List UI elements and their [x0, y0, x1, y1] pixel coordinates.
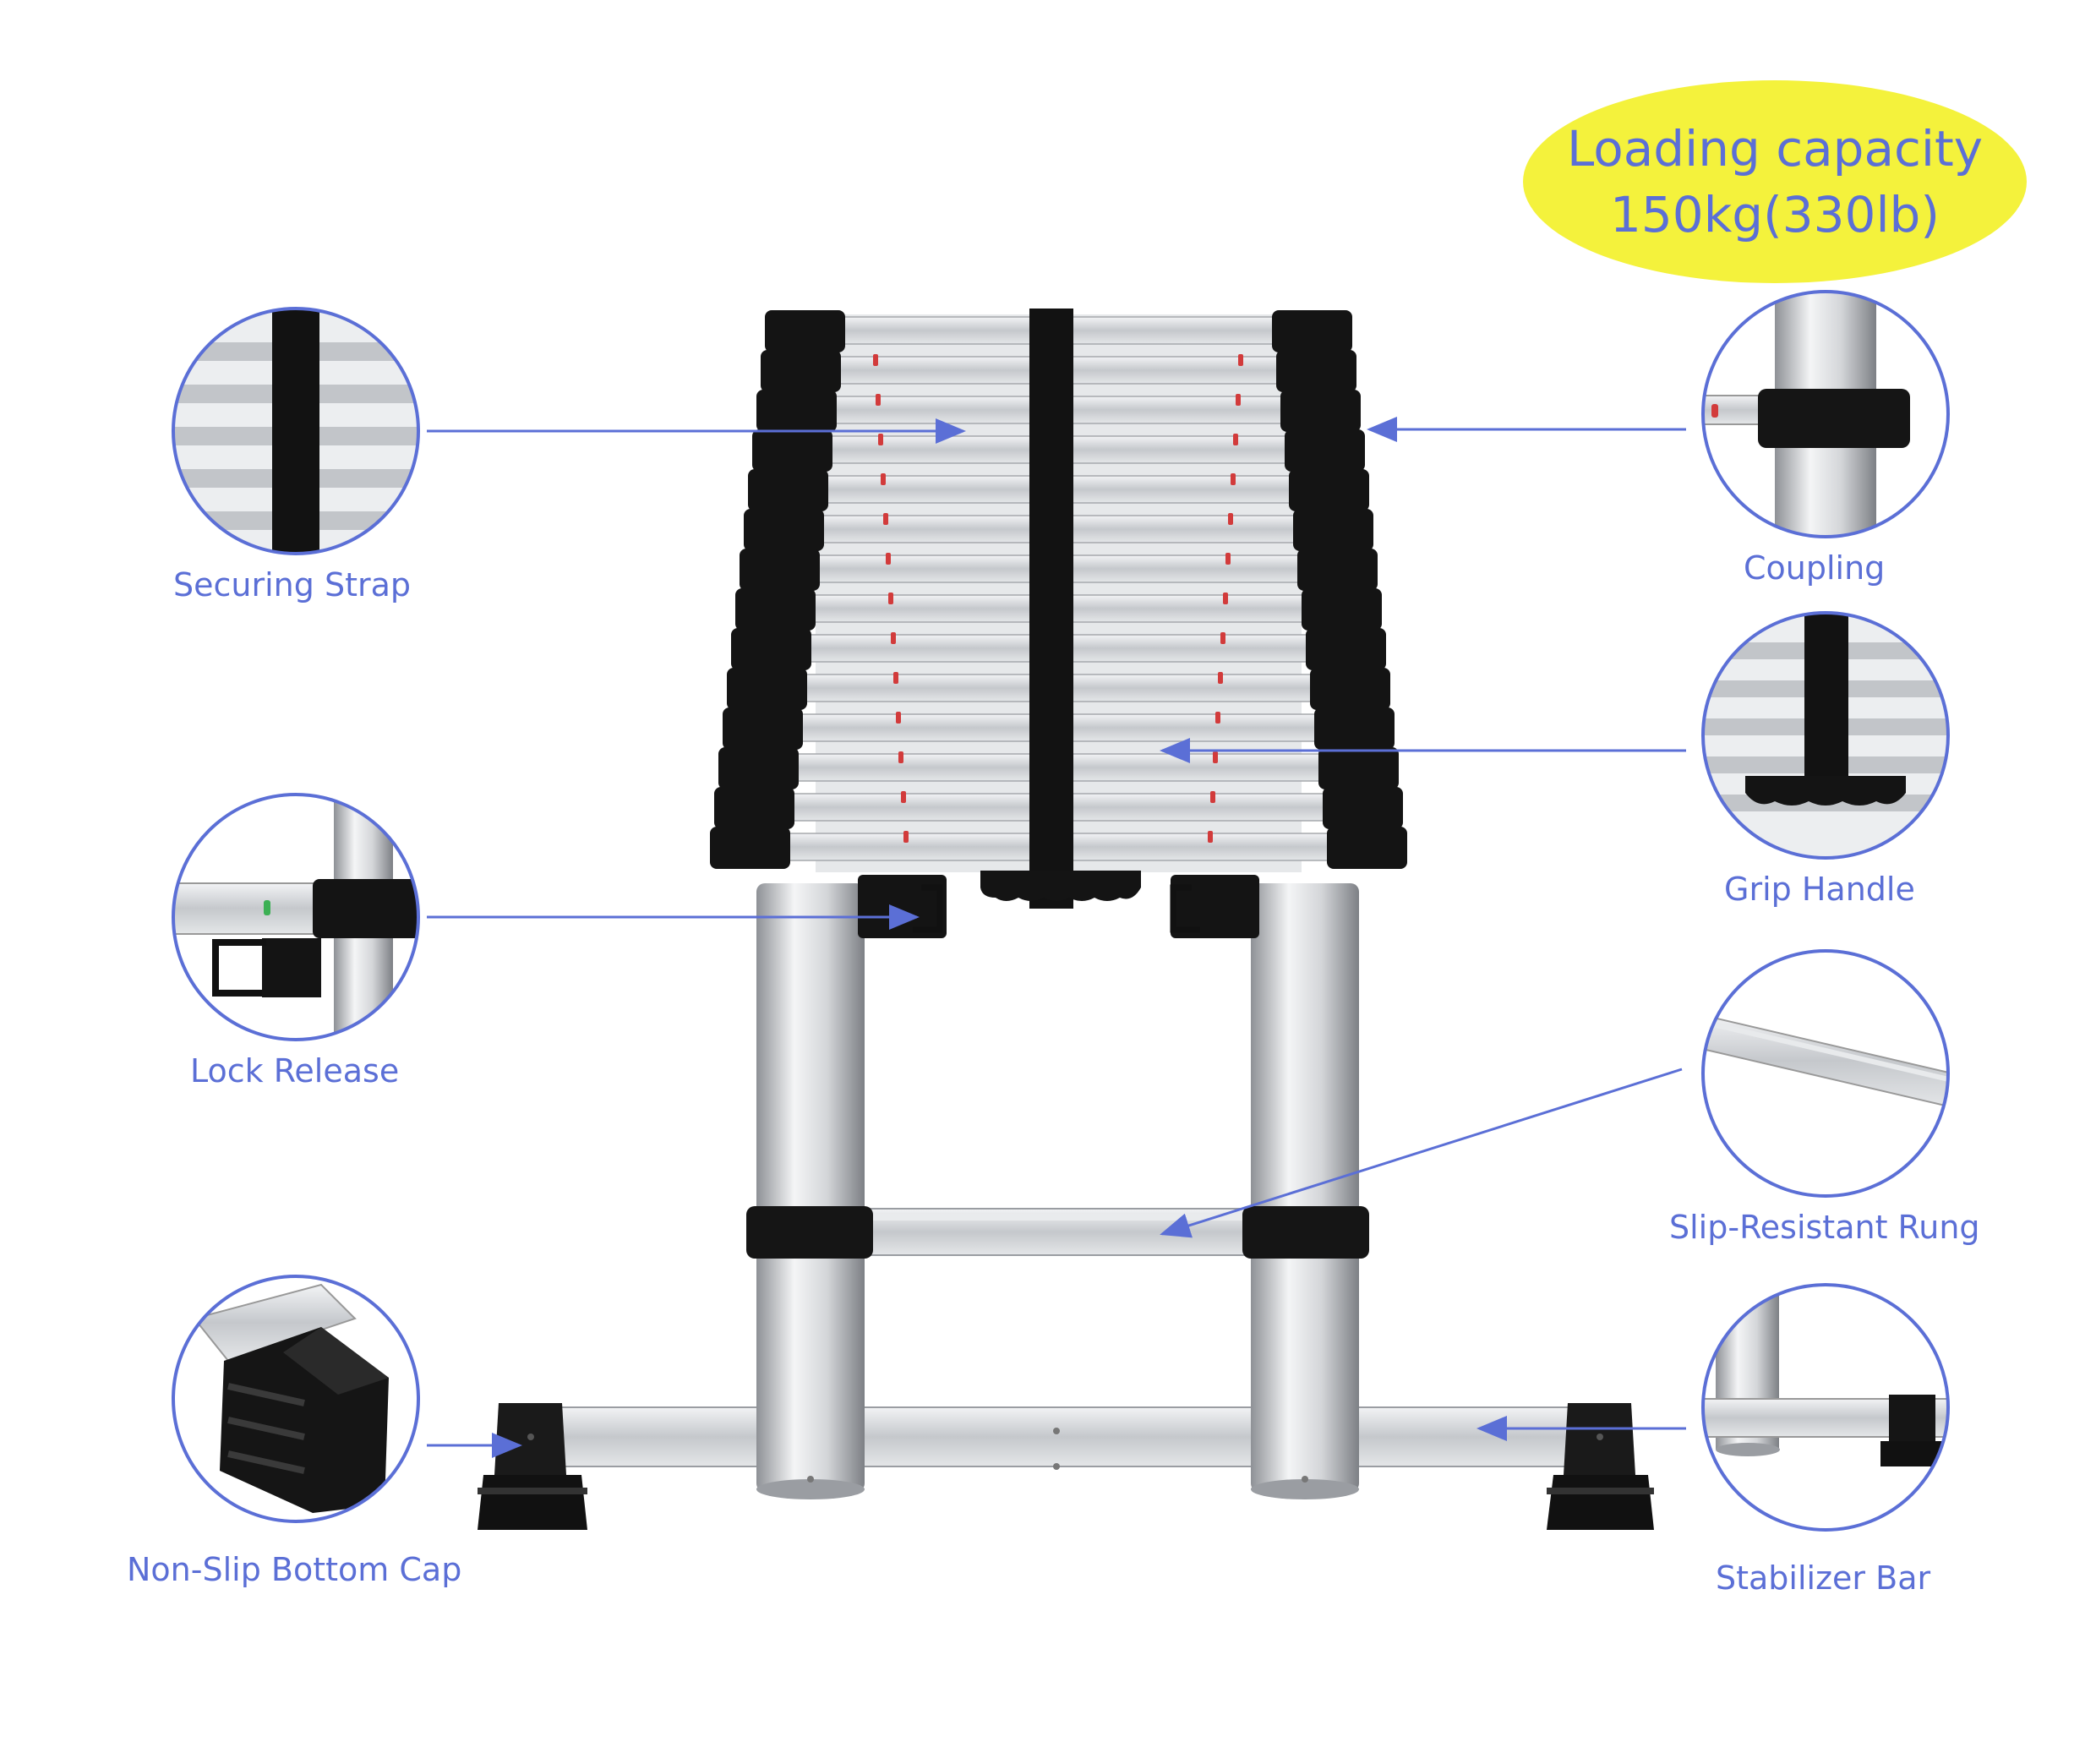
rung-cap-left	[735, 588, 816, 631]
rung-cap-left	[723, 707, 803, 750]
callout-securing-strap-circle	[172, 307, 420, 555]
callout-bottom-cap-circle	[172, 1275, 420, 1523]
rung-cap-right	[1306, 628, 1386, 670]
callout-arrows	[427, 417, 1686, 1458]
ladder	[478, 309, 1654, 1530]
rung-cap-right	[1297, 549, 1378, 591]
arrow-rung	[1160, 1068, 1683, 1238]
lock-indicator	[878, 434, 883, 445]
lock-release-right	[1170, 875, 1259, 938]
right-coupling	[1242, 1206, 1369, 1259]
rung-cap-right	[1323, 787, 1403, 829]
rung-cap-left	[731, 628, 811, 670]
rung-cap-right	[1314, 707, 1395, 750]
lock-indicator	[903, 831, 909, 843]
callout-coupling-circle	[1701, 290, 1950, 538]
label-stabilizer-bar: Stabilizer Bar	[1716, 1559, 1931, 1597]
lock-indicator	[883, 513, 888, 525]
lock-indicator	[1218, 672, 1223, 684]
lock-indicator	[1233, 434, 1238, 445]
lock-indicator	[1215, 712, 1220, 724]
lock-indicator	[886, 553, 891, 565]
lock-indicator	[1238, 354, 1243, 366]
lock-indicator	[873, 354, 878, 366]
lock-indicator	[881, 473, 886, 485]
label-grip-handle: Grip Handle	[1724, 871, 1915, 908]
lock-indicator	[891, 632, 896, 644]
rung-cap-right	[1276, 350, 1356, 392]
left-foot	[478, 1403, 587, 1530]
rung-cap-left	[765, 310, 845, 352]
rung-cap-right	[1310, 668, 1390, 710]
label-lock-release: Lock Release	[190, 1052, 400, 1090]
lock-release-left	[858, 875, 947, 938]
rung-cap-right	[1285, 429, 1365, 472]
rung-cap-right	[1272, 310, 1352, 352]
callout-grip-handle-circle	[1701, 611, 1950, 860]
badge-line-1: Loading capacity	[1566, 120, 1984, 177]
lock-indicator	[876, 394, 881, 406]
rung-cap-left	[727, 668, 807, 710]
loading-capacity-badge: Loading capacity 150kg(330lb)	[1521, 80, 2028, 283]
left-pole	[756, 883, 865, 1492]
rung-cap-right	[1280, 390, 1361, 432]
label-securing-strap: Securing Strap	[173, 566, 411, 603]
rung-cap-right	[1289, 469, 1369, 511]
lock-indicator	[1223, 593, 1228, 604]
rung-cap-left	[761, 350, 841, 392]
capacity-badge-ellipse	[1523, 80, 2027, 283]
grip-handle	[980, 871, 1141, 901]
lock-indicator	[896, 712, 901, 724]
rung-cap-right	[1318, 747, 1399, 789]
label-coupling: Coupling	[1744, 549, 1886, 587]
securing-strap	[1029, 309, 1073, 909]
callout-stabilizer-circle	[1701, 1283, 1950, 1532]
rung-cap-left	[744, 509, 824, 551]
rung-cap-left	[718, 747, 799, 789]
rung-cap-left	[756, 390, 837, 432]
stabilizer-bar	[549, 1406, 1590, 1467]
right-foot	[1547, 1403, 1654, 1530]
rung-cap-left	[714, 787, 794, 829]
callout-rung-circle	[1701, 949, 1950, 1198]
lock-indicator	[1236, 394, 1241, 406]
lock-indicator	[901, 791, 906, 803]
lock-indicator	[1208, 831, 1213, 843]
lock-indicator	[1228, 513, 1233, 525]
lock-indicator	[1220, 632, 1225, 644]
callout-lock-release-circle	[172, 793, 420, 1041]
left-coupling	[746, 1206, 873, 1259]
rung-cap-right	[1327, 827, 1407, 869]
label-non-slip-bottom-cap: Non-Slip Bottom Cap	[127, 1551, 462, 1588]
label-slip-resistant-rung: Slip-Resistant Rung	[1669, 1209, 1980, 1246]
lock-indicator	[1231, 473, 1236, 485]
lock-indicator	[1225, 553, 1231, 565]
rung-cap-right	[1302, 588, 1382, 631]
lock-indicator	[1210, 791, 1215, 803]
rung-cap-right	[1293, 509, 1373, 551]
badge-line-2: 150kg(330lb)	[1610, 186, 1940, 243]
rung-cap-left	[752, 429, 832, 472]
lock-indicator	[1213, 751, 1218, 763]
lock-indicator	[893, 672, 898, 684]
rung-cap-left	[710, 827, 790, 869]
rung-cap-left	[740, 549, 820, 591]
rung-cap-left	[748, 469, 828, 511]
lock-indicator	[898, 751, 903, 763]
lock-indicator	[888, 593, 893, 604]
